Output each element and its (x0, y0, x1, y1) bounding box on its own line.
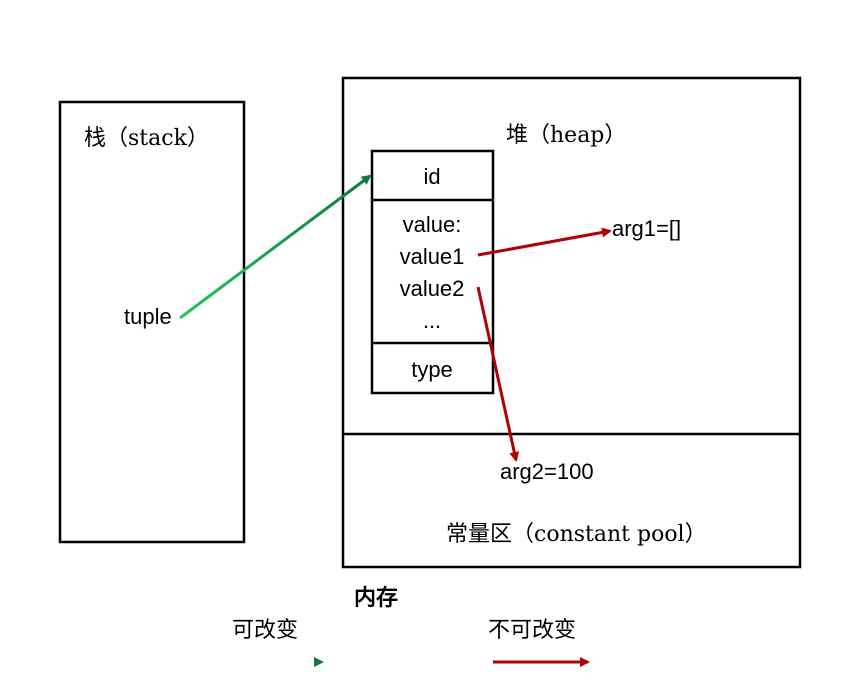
tuple-reference-arrow (179, 174, 372, 320)
stack-variable-tuple: tuple (124, 304, 172, 329)
heap-label: 堆（heap） (506, 123, 626, 148)
legend-mutable-label: 可改变 (232, 618, 298, 643)
arg2-label: arg2=100 (500, 459, 594, 484)
stack-box (58, 100, 246, 544)
value1-to-arg1-arrow (477, 227, 612, 257)
tuple-ellipsis: ... (423, 308, 441, 333)
tuple-value-header: value: (403, 212, 462, 237)
legend-immutable-label: 不可改变 (488, 618, 576, 643)
tuple-id-field: id (423, 164, 440, 189)
arg1-label: arg1=[] (612, 216, 681, 241)
memory-outer-box (341, 76, 802, 569)
value2-to-arg2-arrow (476, 286, 520, 462)
tuple-type-field: type (411, 357, 453, 382)
tuple-value1: value1 (400, 244, 465, 269)
tuple-value2: value2 (400, 276, 465, 301)
tuple-object-box (370, 149, 495, 395)
stack-label: 栈（stack） (84, 126, 209, 151)
memory-title: 内存 (354, 585, 398, 611)
constant-pool-label: 常量区（constant pool） (446, 522, 707, 547)
